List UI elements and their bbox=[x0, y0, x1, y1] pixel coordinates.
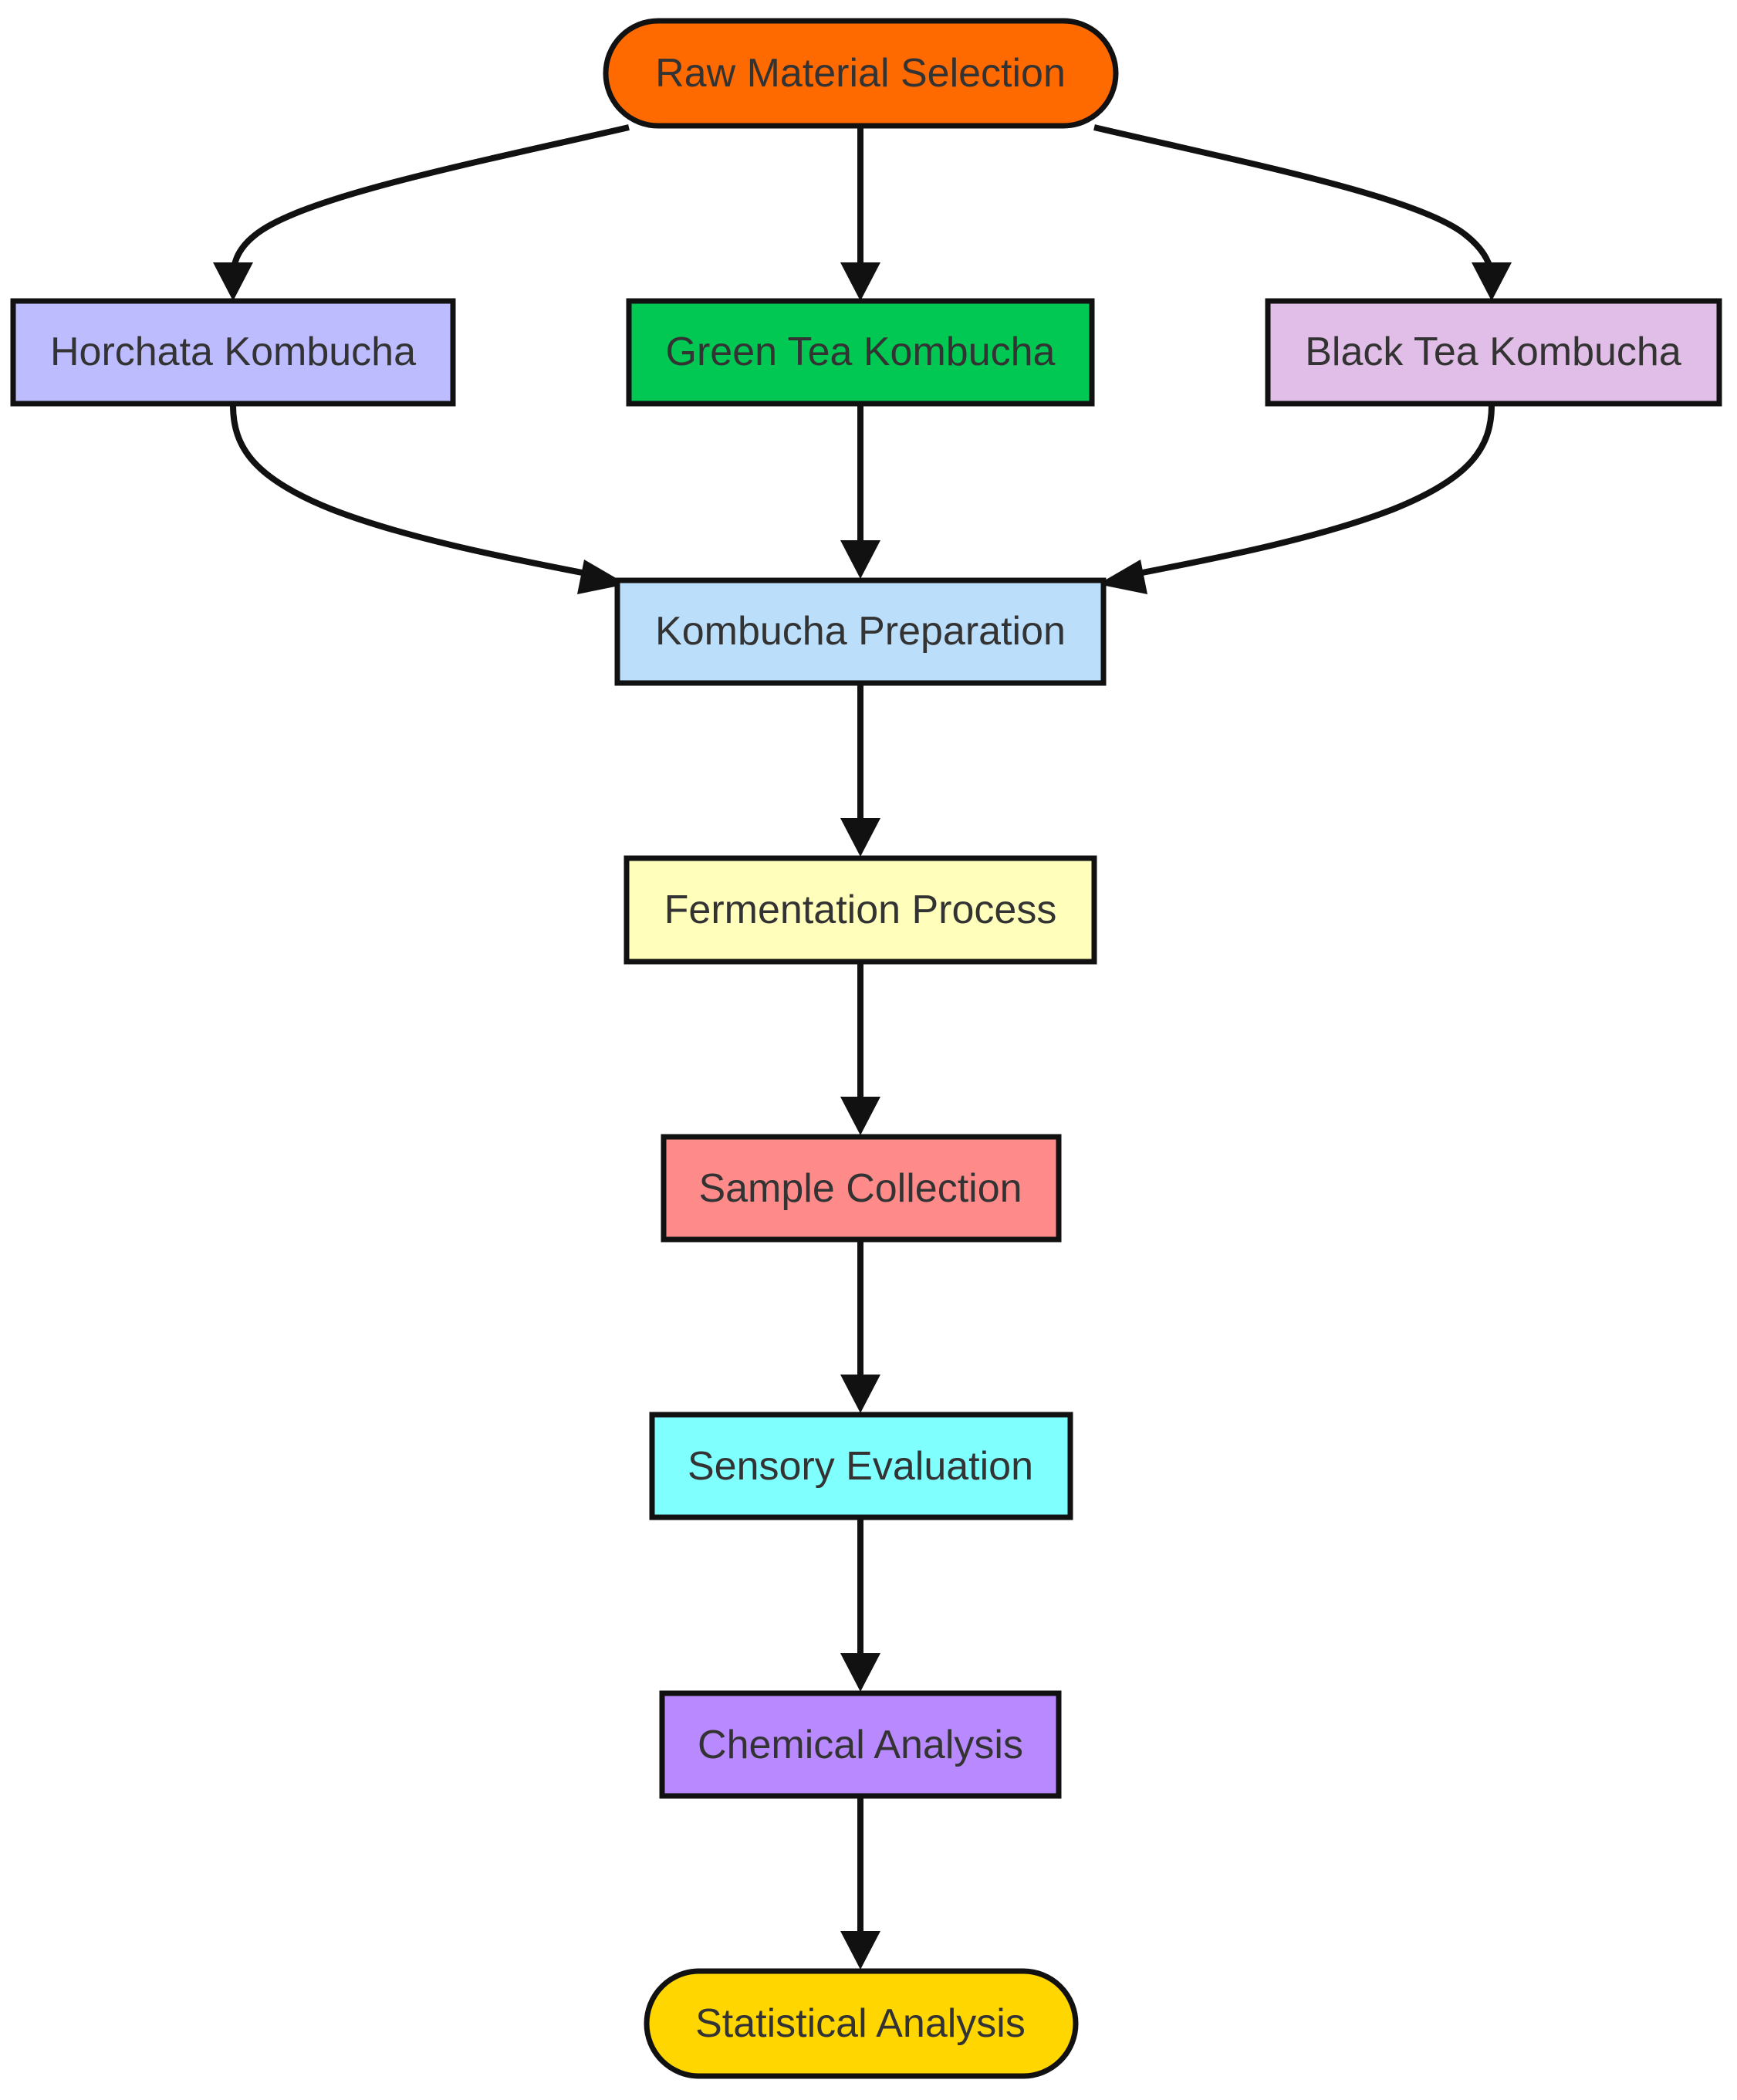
node-sensory-evaluation: Sensory Evaluation bbox=[649, 1412, 1073, 1520]
node-label-horchata: Horchata Kombucha bbox=[50, 330, 416, 374]
edge-raw-to-horchata bbox=[230, 124, 630, 279]
node-raw-material-selection: Raw Material Selection bbox=[603, 18, 1119, 129]
node-label-prep: Kombucha Preparation bbox=[655, 609, 1066, 654]
node-sample-collection: Sample Collection bbox=[661, 1134, 1062, 1243]
node-label-raw: Raw Material Selection bbox=[655, 51, 1066, 96]
arrowhead-prep-left bbox=[577, 560, 627, 594]
node-label-black: Black Tea Kombucha bbox=[1305, 330, 1681, 374]
node-statistical-analysis: Statistical Analysis bbox=[644, 1968, 1079, 2079]
arrowhead-sample bbox=[840, 1097, 880, 1135]
node-label-green: Green Tea Kombucha bbox=[666, 330, 1056, 374]
node-kombucha-preparation: Kombucha Preparation bbox=[614, 577, 1107, 686]
edges bbox=[213, 124, 1512, 1970]
node-label-ferment: Fermentation Process bbox=[664, 888, 1057, 932]
arrowhead-prep-right bbox=[1098, 560, 1147, 594]
arrowhead-sensory bbox=[840, 1375, 880, 1413]
node-fermentation-process: Fermentation Process bbox=[623, 855, 1097, 965]
arrowhead-statistical bbox=[840, 1931, 880, 1970]
edge-raw-to-black bbox=[1093, 124, 1495, 279]
node-black-tea-kombucha: Black Tea Kombucha bbox=[1265, 298, 1722, 407]
arrowhead-black bbox=[1472, 262, 1512, 301]
node-horchata-kombucha: Horchata Kombucha bbox=[10, 298, 456, 407]
arrowhead-chemical bbox=[840, 1653, 880, 1692]
arrowhead-horchata bbox=[213, 262, 253, 301]
edge-black-to-prep bbox=[1130, 404, 1495, 578]
node-label-sensory: Sensory Evaluation bbox=[688, 1444, 1033, 1489]
node-chemical-analysis: Chemical Analysis bbox=[659, 1690, 1062, 1799]
node-label-chemical: Chemical Analysis bbox=[698, 1723, 1023, 1767]
node-label-statistical: Statistical Analysis bbox=[695, 2001, 1026, 2046]
arrowhead-ferment bbox=[840, 818, 880, 857]
arrowhead-green bbox=[840, 262, 880, 301]
node-green-tea-kombucha: Green Tea Kombucha bbox=[626, 298, 1095, 407]
edge-horchata-to-prep bbox=[230, 404, 595, 578]
node-label-sample: Sample Collection bbox=[698, 1166, 1022, 1211]
arrowhead-prep-center bbox=[840, 540, 880, 579]
